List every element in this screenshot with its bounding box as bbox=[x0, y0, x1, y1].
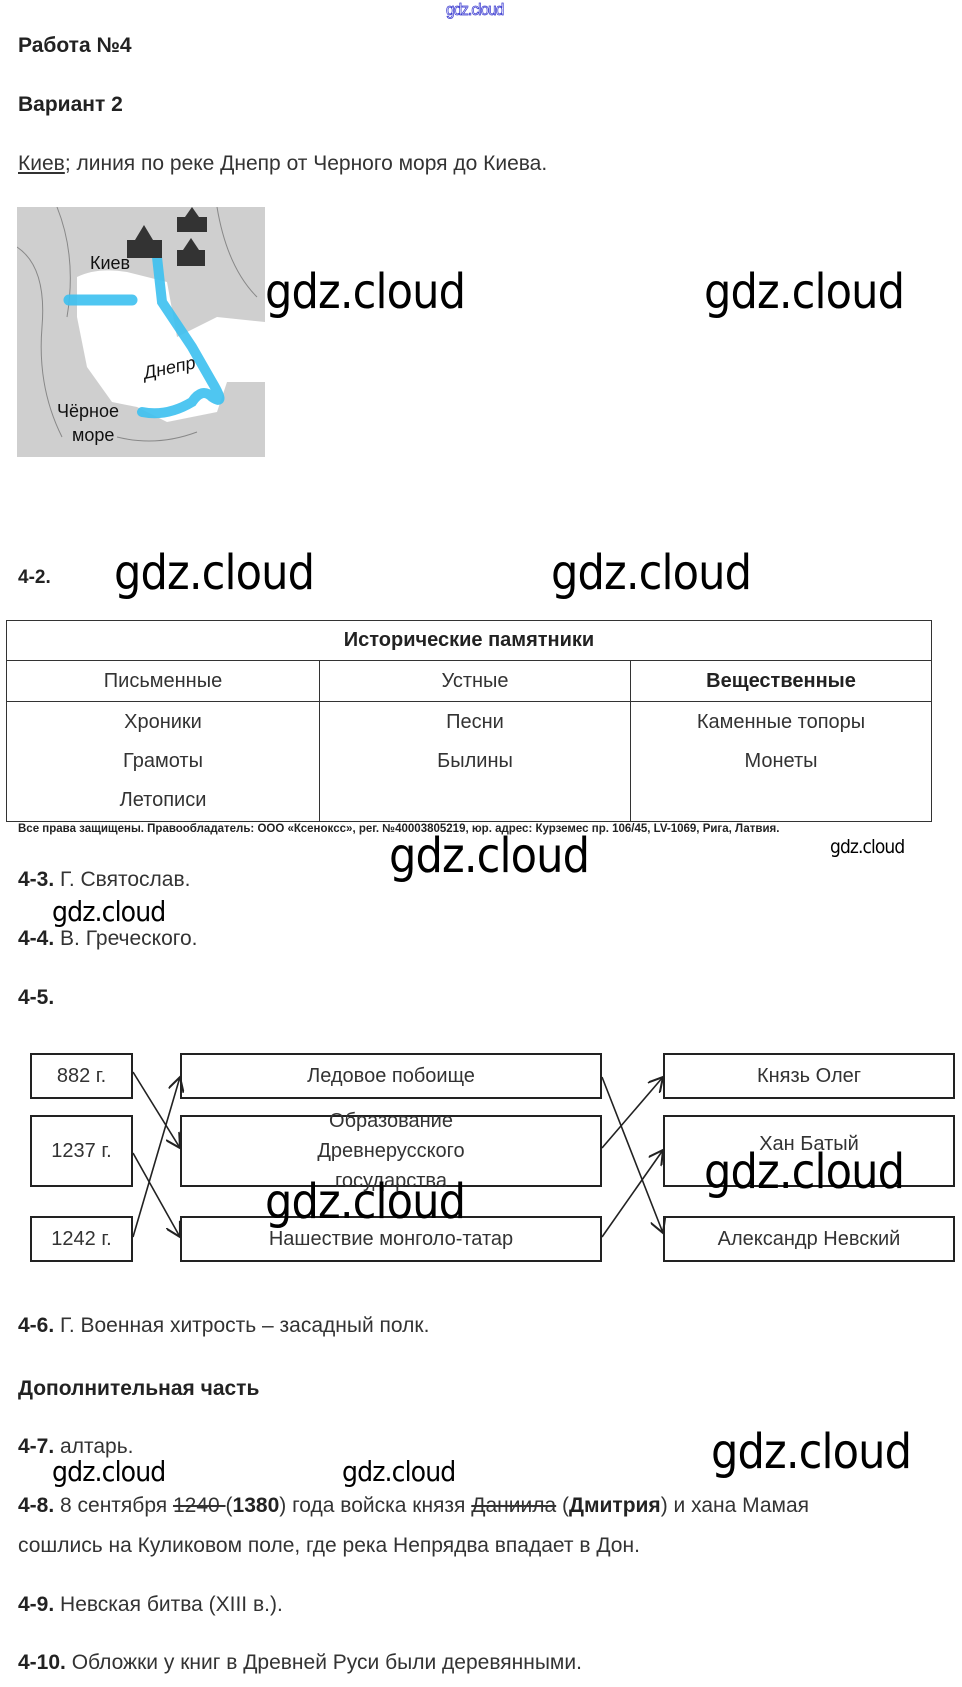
task7-label: 4-7. bbox=[18, 1435, 55, 1458]
extra-part-heading: Дополнительная часть bbox=[18, 1377, 260, 1400]
column-header-written: Письменные bbox=[6, 660, 320, 702]
task5-label: 4-5. bbox=[18, 986, 55, 1009]
event-box-state-formation: Образование Древнерусского государства bbox=[180, 1110, 602, 1192]
arrow-ice-battle-to-nevsky bbox=[601, 1076, 663, 1233]
task8-text: ) и хана Мамая bbox=[660, 1494, 810, 1517]
table-item: Монеты bbox=[744, 750, 818, 772]
watermark-top: gdz.cloud bbox=[446, 0, 505, 19]
task8-text: 8 сентября bbox=[54, 1494, 173, 1517]
table-item: Летописи bbox=[119, 789, 207, 811]
watermark: gdz.cloud bbox=[342, 1455, 456, 1488]
date-box-1237: 1237 г. bbox=[30, 1115, 133, 1187]
map-label-sea-2: море bbox=[72, 425, 114, 445]
table-item: Хроники bbox=[124, 711, 202, 733]
task10-label: 4-10. bbox=[18, 1651, 66, 1674]
task8-answer: 4-8. 8 сентября 1240 (1380) года войска … bbox=[18, 1494, 809, 1518]
task3-label: 4-3. bbox=[18, 868, 55, 891]
task8-answer-line2: сошлись на Куликовом поле, где река Непр… bbox=[18, 1534, 640, 1557]
watermark: gdz.cloud bbox=[830, 836, 905, 858]
historical-monuments-table: Исторические памятники Письменные Устные… bbox=[6, 620, 932, 822]
task10-text: Обложки у книг в Древней Руси были дерев… bbox=[65, 1651, 582, 1674]
watermark: gdz.cloud bbox=[711, 1424, 912, 1480]
kiev-underlined: Киев bbox=[18, 152, 65, 175]
watermark: gdz.cloud bbox=[265, 1174, 466, 1230]
table-item: Каменные топоры bbox=[696, 711, 866, 733]
task9-label: 4-9. bbox=[18, 1593, 55, 1616]
task9-answer: 4-9. Невская битва (XIII в.). bbox=[18, 1593, 283, 1617]
event-text: Ледовое побоище bbox=[307, 1065, 475, 1087]
watermark: gdz.cloud bbox=[52, 895, 166, 928]
watermark: gdz.cloud bbox=[114, 545, 315, 601]
church-icon bbox=[127, 207, 207, 266]
watermark: gdz.cloud bbox=[265, 264, 466, 320]
watermark: gdz.cloud bbox=[551, 545, 752, 601]
arrow-state-to-oleg bbox=[601, 1077, 663, 1149]
event-text: Нашествие монголо-татар bbox=[268, 1228, 514, 1250]
task10-answer: 4-10. Обложки у книг в Древней Руси были… bbox=[18, 1651, 582, 1675]
struck-name: Даниила bbox=[471, 1494, 557, 1517]
event-text: Образование Древнерусского государства bbox=[317, 1110, 465, 1192]
task4-answer: 4-4. В. Греческого. bbox=[18, 927, 198, 951]
task3-answer: 4-3. Г. Святослав. bbox=[18, 868, 190, 892]
column-header-oral: Устные bbox=[319, 660, 631, 702]
watermark: gdz.cloud bbox=[704, 264, 905, 320]
watermark: gdz.cloud bbox=[389, 828, 590, 884]
person-text: Князь Олег bbox=[756, 1065, 862, 1087]
column-header-material: Вещественные bbox=[630, 660, 932, 702]
table-item: Песни bbox=[446, 711, 504, 733]
date-text: 882 г. bbox=[56, 1065, 107, 1087]
date-box-1242: 1242 г. bbox=[30, 1216, 133, 1262]
task8-text: ( bbox=[556, 1494, 569, 1517]
task6-text: Г. Военная хитрость – засадный полк. bbox=[54, 1314, 430, 1337]
map-kiev-dnepr: Киев Днепр Чёрное море bbox=[17, 207, 265, 457]
arrow-882-to-state bbox=[132, 1071, 180, 1148]
task9-text: Невская битва (XIII в.). bbox=[54, 1593, 283, 1616]
task4-label: 4-4. bbox=[18, 927, 55, 950]
task7-text: алтарь. bbox=[54, 1435, 134, 1458]
corrected-year: 1380 bbox=[232, 1494, 280, 1517]
map-label-sea-1: Чёрное bbox=[57, 401, 119, 421]
table-title: Исторические памятники bbox=[6, 620, 932, 661]
arrow-1242-to-ice-battle bbox=[132, 1077, 180, 1238]
task1-answer: Киев; линия по реке Днепр от Черного мор… bbox=[18, 152, 547, 176]
task8-label: 4-8. bbox=[18, 1494, 55, 1517]
date-text: 1237 г. bbox=[51, 1140, 112, 1162]
person-text: Александр Невский bbox=[717, 1228, 901, 1250]
task4-text: В. Греческого. bbox=[54, 927, 198, 950]
task6-answer: 4-6. Г. Военная хитрость – засадный полк… bbox=[18, 1314, 429, 1338]
task3-text: Г. Святослав. bbox=[54, 868, 191, 891]
person-text: Хан Батый bbox=[759, 1133, 859, 1155]
task8-text: ( bbox=[225, 1494, 233, 1517]
arrow-invasion-to-batu bbox=[601, 1150, 663, 1238]
table-item: Былины bbox=[437, 750, 513, 772]
map-borders bbox=[17, 207, 258, 442]
event-box-mongol-invasion: Нашествие монголо-татар bbox=[180, 1216, 602, 1262]
page-title: Работа №4 bbox=[18, 34, 132, 57]
task7-answer: 4-7. алтарь. bbox=[18, 1435, 133, 1459]
map-label-kiev: Киев bbox=[90, 253, 130, 273]
arrow-1237-to-invasion bbox=[132, 1152, 180, 1237]
dnepr-river-icon bbox=[137, 252, 225, 419]
person-box-nevsky: Александр Невский bbox=[663, 1216, 955, 1262]
watermark: gdz.cloud bbox=[704, 1144, 905, 1200]
watermark: gdz.cloud bbox=[52, 1455, 166, 1488]
struck-year: 1240 bbox=[172, 1494, 226, 1517]
variant-heading: Вариант 2 bbox=[18, 93, 123, 116]
date-box-882: 882 г. bbox=[30, 1053, 133, 1099]
matching-arrows bbox=[132, 1071, 962, 1280]
date-text: 1242 г. bbox=[51, 1228, 112, 1250]
task6-label: 4-6. bbox=[18, 1314, 55, 1337]
task8-text: ) года войска князя bbox=[279, 1494, 472, 1517]
task2-label: 4-2. bbox=[18, 567, 51, 588]
task1-rest: ; линия по реке Днепр от Черного моря до… bbox=[64, 152, 548, 175]
table-item: Грамоты bbox=[123, 750, 203, 772]
corrected-name: Дмитрия bbox=[569, 1494, 661, 1517]
copyright-notice: Все права защищены. Правообладатель: ООО… bbox=[18, 823, 780, 835]
